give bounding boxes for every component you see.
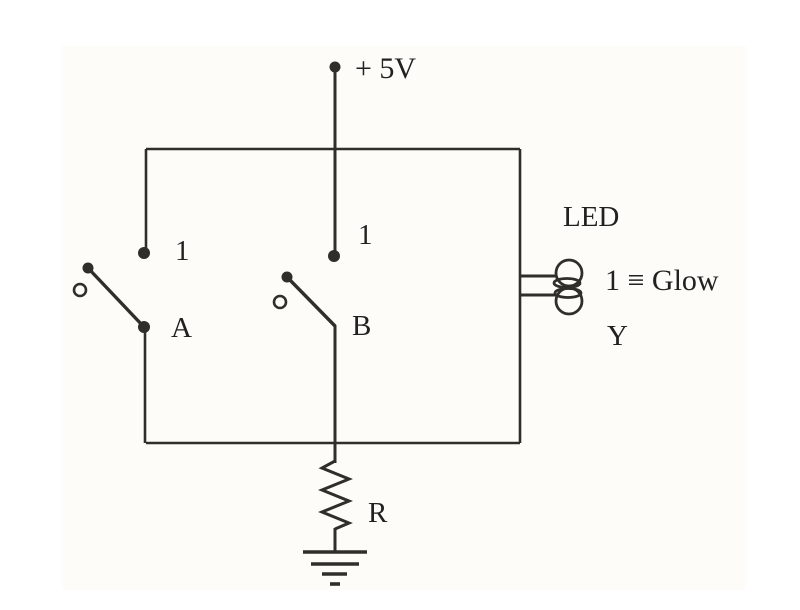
switch-b-lever-tip-dot — [281, 271, 293, 283]
led-ring-bottom — [554, 286, 584, 316]
switch-a-top-terminal-dot — [138, 247, 150, 259]
led-condition-label: 1 ≡ Glow — [605, 264, 719, 297]
supply-voltage-label: + 5V — [355, 52, 417, 85]
resistor-zigzag — [318, 459, 353, 531]
switch-b-symbol — [272, 250, 340, 463]
switch-a-lever — [86, 266, 146, 329]
resistor-name-label: R — [368, 497, 388, 529]
led-ring-top — [554, 258, 584, 288]
switch-a-lever-tip-dot — [82, 262, 94, 274]
switch-a-pivot-dot — [138, 321, 150, 333]
switch-b-open-contact-circle — [272, 294, 288, 310]
switch-a-name-label: A — [171, 312, 192, 344]
scanned-figure-background — [62, 46, 746, 590]
led-title-label: LED — [563, 201, 620, 233]
supply-wire — [329, 61, 341, 256]
switch-b-name-label: B — [352, 310, 372, 342]
led-symbol — [520, 258, 584, 316]
switch-a-position-label: 1 — [175, 235, 190, 267]
ground-symbol — [303, 550, 367, 586]
switch-a-symbol — [72, 247, 150, 333]
switch-b-lever — [285, 275, 337, 328]
circuit-box-wires — [143, 147, 522, 445]
switch-b-top-terminal-dot — [328, 250, 340, 262]
switch-b-position-label: 1 — [358, 219, 373, 251]
switch-a-open-contact-circle — [72, 282, 88, 298]
resistor-symbol — [318, 459, 353, 552]
output-name-label: Y — [607, 320, 628, 352]
led-filament-bottom — [553, 287, 583, 299]
